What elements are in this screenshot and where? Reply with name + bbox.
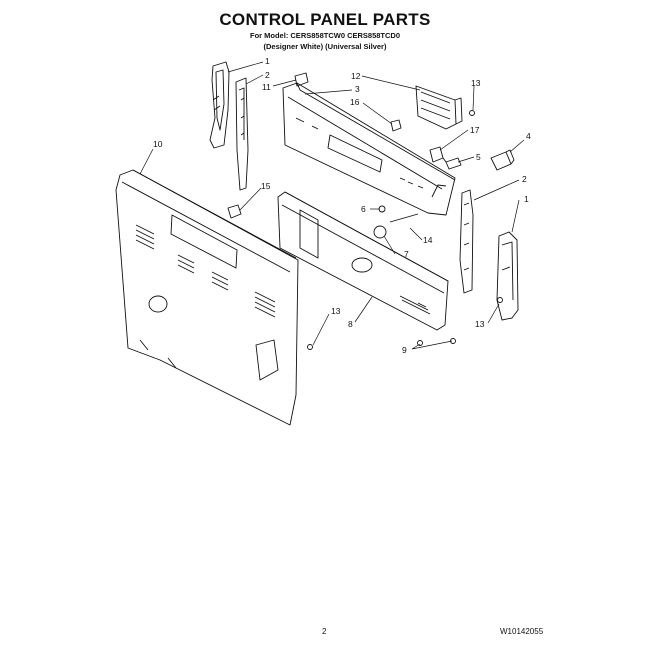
callout-10: 10 (153, 139, 163, 149)
callout-16: 16 (350, 97, 360, 107)
callout-2-right: 2 (522, 174, 527, 184)
callout-2-left: 2 (265, 70, 270, 80)
end-cap-left-outer (209, 61, 230, 149)
callout-3: 3 (355, 84, 360, 94)
page-title: CONTROL PANEL PARTS (219, 10, 431, 29)
mounting-bracket (277, 191, 449, 331)
callout-7: 7 (404, 249, 409, 259)
leader-lines (139, 61, 525, 350)
bracket-16 (390, 119, 402, 132)
callout-5: 5 (476, 152, 481, 162)
block-4 (490, 149, 515, 171)
rear-panel (115, 169, 299, 426)
callout-17: 17 (470, 125, 480, 135)
model-line: For Model: CERS858TCW0 CERS858TCD0 (249, 31, 401, 40)
clock-overlay (415, 85, 463, 130)
callout-8: 8 (348, 319, 353, 329)
switch-17 (429, 146, 462, 170)
document-number: W10142055 (500, 627, 544, 636)
page-number: 2 (322, 627, 327, 636)
control-panel (282, 82, 456, 216)
end-cap-right-outer (496, 231, 519, 321)
callout-13-top: 13 (471, 78, 481, 88)
callout-numbers: 1 2 11 12 3 13 16 17 4 5 10 15 2 1 6 14 … (153, 56, 531, 355)
callout-9: 9 (402, 345, 407, 355)
callout-15: 15 (261, 181, 271, 191)
screw-13-top (469, 110, 475, 116)
knob-7 (373, 225, 387, 239)
wire-14 (389, 213, 419, 223)
callout-11: 11 (262, 82, 271, 92)
screw-9-left (417, 340, 423, 346)
callout-13-right: 13 (475, 319, 485, 329)
callout-14: 14 (423, 235, 433, 245)
color-line: (Designer White) (Universal Silver) (263, 42, 387, 51)
callout-12: 12 (351, 71, 361, 81)
cap-11 (294, 72, 309, 87)
callout-4: 4 (526, 131, 531, 141)
end-cap-right-inner (459, 189, 474, 294)
screw-13-lower-left (307, 344, 313, 350)
callout-1-right: 1 (524, 194, 529, 204)
clip-15 (227, 204, 242, 219)
end-cap-left-inner (235, 77, 249, 191)
callout-1-left: 1 (265, 56, 270, 66)
callout-13-left: 13 (331, 306, 341, 316)
callout-6: 6 (361, 204, 366, 214)
